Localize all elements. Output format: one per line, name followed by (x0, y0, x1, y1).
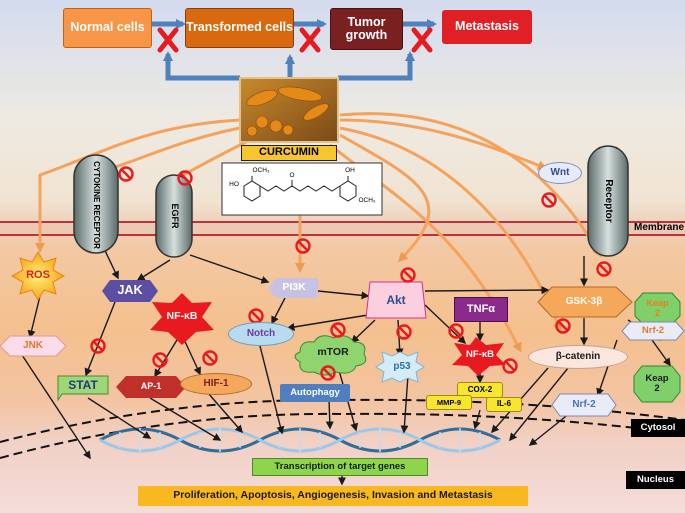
inhibit-akt (400, 267, 416, 283)
tumor-growth-box: Tumor growth (330, 8, 403, 50)
inhibit-egfr (177, 170, 193, 186)
inhibit-hif1 (202, 350, 218, 366)
cytokine-receptor-label: CYTOKINE RECEPTOR (92, 161, 102, 249)
nfkb-left-label: NF-κB (166, 310, 198, 323)
stat-label: STAT (68, 377, 98, 392)
wnt-node: Wnt (538, 162, 582, 184)
outcomes-box: Proliferation, Apoptosis, Angiogenesis, … (138, 486, 528, 506)
ros-label: ROS (26, 269, 50, 282)
gsk3b-label: GSK-3β (565, 295, 603, 307)
tnfa-box: TNFα (454, 297, 508, 322)
pi3k-shape (268, 278, 318, 298)
dna-helix (99, 427, 501, 453)
curcumin-label: CURCUMIN (241, 145, 337, 161)
akt-label: Akt (386, 292, 406, 307)
p53-label: p53 (393, 360, 411, 372)
beta-catenin-node: β-catenin (528, 345, 628, 369)
progression-arrows (152, 19, 437, 81)
inhibit-nfkb-right (448, 323, 464, 339)
nrf2-top-hexagon (621, 321, 685, 341)
stat-banner (57, 375, 109, 402)
normal-cells-box: Normal cells (63, 8, 152, 48)
keap2-bottom-octagon (633, 365, 681, 403)
nfkb-right-star (452, 337, 506, 376)
x-mark-tumor-metastasis (411, 27, 433, 53)
mtor-label: mTOR (317, 346, 349, 359)
jak-hexagon (102, 280, 158, 302)
nrf2-nucleus-label: Nrf-2 (572, 398, 596, 410)
receptor-shape (587, 145, 629, 257)
jnk-label: JNK (22, 339, 43, 351)
cytokine-receptor-shape (73, 154, 119, 254)
keap2-bottom-label: Keap 2 (645, 373, 669, 394)
methoxy-left-label: OCH₃ (252, 166, 270, 174)
inhibition-symbols (90, 166, 612, 381)
inhibit-mtor (330, 322, 346, 338)
x-mark-normal-transformed (157, 27, 179, 53)
keto-label: O (289, 171, 295, 179)
inhibit-ap1 (152, 352, 168, 368)
cox2-box: COX-2 (457, 382, 503, 398)
nfkb-right-label: NF-κB (466, 349, 494, 361)
p53-star (375, 351, 425, 383)
ap1-label: AP-1 (140, 381, 162, 392)
akt-shape (365, 281, 427, 319)
jak-label: JAK (117, 283, 143, 298)
keap2-top-label: Keap 2 (646, 298, 669, 318)
blocked-progression-marks (157, 27, 433, 53)
inhibit-wnt (541, 192, 557, 208)
cytosol-label: Cytosol (631, 419, 685, 437)
ap1-hexagon (116, 376, 186, 398)
metastasis-box: Metastasis (442, 10, 532, 44)
egfr-shape (155, 174, 193, 258)
autophagy-box: Autophagy (280, 384, 350, 402)
inhibit-autophagy (320, 365, 336, 381)
pi3k-label: PI3K (282, 281, 306, 294)
inhibit-stat (90, 338, 106, 354)
notch-node: Notch (228, 322, 294, 346)
hydroxyl-right-label: OH (345, 166, 355, 174)
nucleus-label: Nucleus (626, 471, 685, 489)
inhibit-notch (248, 308, 264, 324)
mmp9-box: MMP-9 (426, 395, 472, 410)
transcription-box: Transcription of target genes (252, 458, 428, 476)
jnk-hexagon (0, 335, 67, 357)
curcumin-structure-box (221, 162, 383, 216)
inhibit-cytokine-receptor (118, 166, 134, 182)
nrf2-top-label: Nrf-2 (641, 325, 665, 337)
transformed-cells-box: Transformed cells (185, 8, 294, 48)
inhibit-pi3k (295, 238, 311, 254)
membrane-label: Membrane (633, 221, 684, 233)
inhibit-cox2 (502, 358, 518, 374)
gsk3b-hexagon (537, 286, 633, 318)
hif1-node: HIF-1 (180, 373, 252, 395)
ros-burst (10, 251, 66, 301)
receptor-label: Receptor (603, 179, 615, 223)
nfkb-left-star (150, 293, 214, 345)
mtor-cloud (294, 335, 367, 376)
nrf2-nucleus-hexagon (551, 393, 617, 417)
il6-box: IL-6 (486, 397, 522, 412)
inhibit-gsk3b (596, 261, 612, 277)
egfr-label: EGFR (169, 203, 180, 229)
inhibit-p53 (396, 324, 412, 340)
methoxy-right-label: OCH₃ (358, 196, 376, 204)
hydroxyl-left-label: HO (229, 180, 239, 188)
x-mark-transformed-tumor (299, 27, 321, 53)
inhibit-beta-catenin (555, 318, 571, 334)
curcumin-structure (243, 176, 357, 202)
turmeric-roots (246, 86, 329, 137)
